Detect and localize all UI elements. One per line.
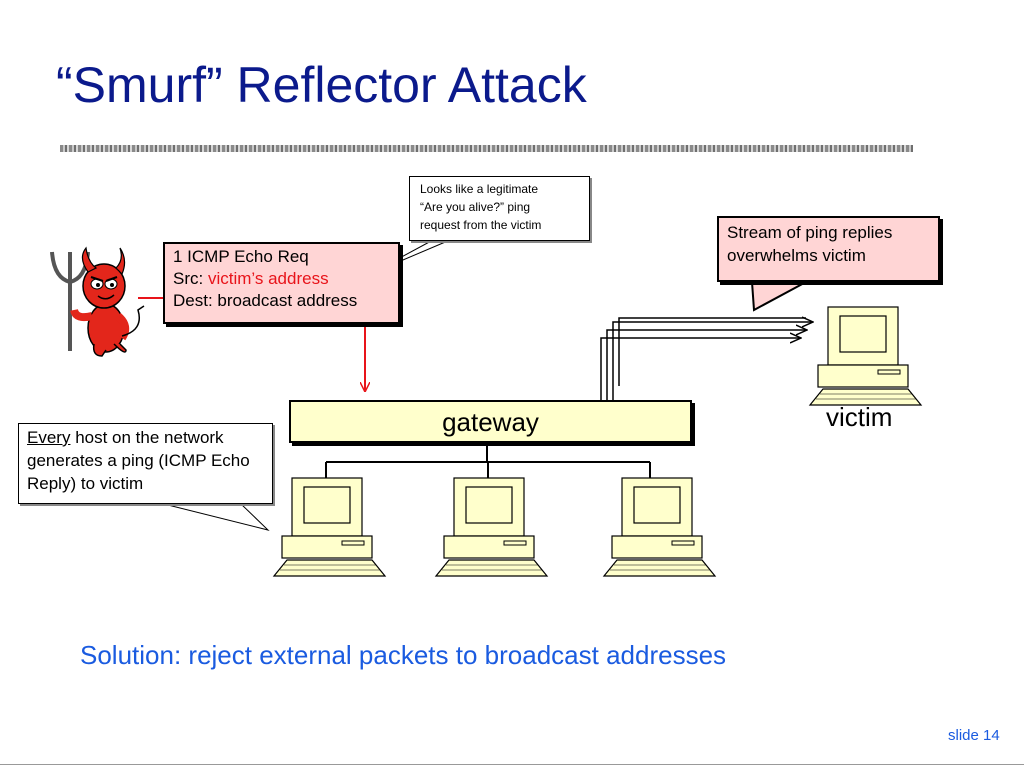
title-divider xyxy=(60,145,913,152)
slide-number: slide 14 xyxy=(948,727,1000,744)
stream-line-1: Stream of ping replies xyxy=(727,223,893,242)
stream-callout-tail xyxy=(750,281,807,312)
gateway-box: gateway xyxy=(289,400,692,443)
echo-src-value: victim’s address xyxy=(207,269,329,288)
echo-request-line: 1 ICMP Echo Req xyxy=(173,247,309,266)
footer-rule xyxy=(0,764,1024,765)
echo-src-line: Src: victim’s address xyxy=(173,268,390,290)
ping-reply-streams xyxy=(600,318,812,400)
legit-line-2: “Are you alive?” ping xyxy=(420,200,531,214)
every-callout-tail xyxy=(159,502,270,531)
echo-src-label: Src: xyxy=(173,269,208,288)
stream-line-2: overwhelms victim xyxy=(727,246,866,265)
every-host-callout: Every host on the network generates a pi… xyxy=(18,423,273,504)
echo-request-box: 1 ICMP Echo Req Src: victim’s address De… xyxy=(163,242,400,324)
slide-title: “Smurf” Reflector Attack xyxy=(56,57,587,113)
stream-callout: Stream of ping replies overwhelms victim xyxy=(717,216,940,282)
solution-text: Solution: reject external packets to bro… xyxy=(80,640,727,670)
computer-icon xyxy=(603,477,716,577)
victim-label: victim xyxy=(826,402,893,432)
legit-request-callout: Looks like a legitimate “Are you alive?”… xyxy=(409,176,590,241)
computer-icon xyxy=(435,477,548,577)
legit-line-3: request from the victim xyxy=(420,218,542,232)
echo-dest-line: Dest: broadcast address xyxy=(173,291,358,310)
every-host-text: host on the network generates a ping (IC… xyxy=(27,428,250,493)
legit-line-1: Looks like a legitimate xyxy=(420,182,539,196)
devil-icon xyxy=(50,246,145,357)
every-emphasis: Every xyxy=(27,428,71,447)
computer-icon xyxy=(809,306,922,406)
computer-icon xyxy=(273,477,386,577)
